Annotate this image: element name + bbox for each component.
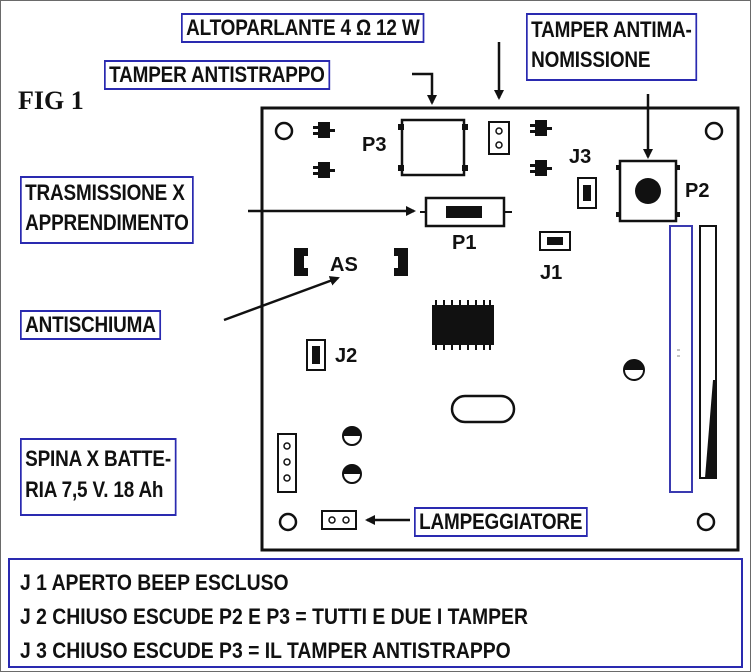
p3-tamper-switch — [400, 118, 466, 177]
callout-trasmissione: TRASMISSIONE X APPRENDIMENTO — [20, 176, 194, 244]
battery-connector — [277, 433, 297, 493]
callout-tamper-antimanomissione: TAMPER ANTIMA- NOMISSIONE — [526, 13, 697, 81]
figure-label: FIG 1 — [18, 86, 84, 115]
transistor-group-left — [313, 122, 335, 178]
connector-strip-inner — [669, 225, 693, 493]
label-j3: J3 — [569, 146, 592, 168]
capacitor-lower-2 — [342, 464, 362, 484]
mounting-hole-top-left — [274, 121, 294, 141]
callout-tamper-antimanomissione-line1: TAMPER ANTIMA- — [531, 17, 692, 42]
capacitor-right — [623, 359, 645, 381]
crystal-oscillator — [450, 394, 516, 424]
label-p2: P2 — [685, 180, 710, 202]
arrow-tamper-antistrappo — [412, 72, 437, 105]
transistor-group-right — [530, 120, 552, 176]
callout-trasmissione-line2: APPRENDIMENTO — [25, 210, 189, 235]
label-j2: J2 — [335, 345, 358, 367]
jumper-notes-box: J 1 APERTO BEEP ESCLUSO J 2 CHIUSO ESCUD… — [8, 558, 743, 668]
label-p3: P3 — [362, 134, 387, 156]
mounting-hole-bottom-left — [278, 512, 298, 532]
note-j1: J 1 APERTO BEEP ESCLUSO — [20, 570, 289, 595]
flasher-connector — [321, 510, 357, 530]
label-p1: P1 — [452, 232, 477, 254]
mounting-hole-bottom-right — [696, 512, 716, 532]
callout-trasmissione-line1: TRASMISSIONE X — [25, 180, 185, 205]
label-as: AS — [330, 254, 358, 276]
callout-speaker: ALTOPARLANTE 4 Ω 12 W — [181, 13, 425, 43]
callout-tamper-antistrappo: TAMPER ANTISTRAPPO — [104, 60, 330, 90]
note-j3: J 3 CHIUSO ESCUDE P3 = IL TAMPER ANTISTR… — [20, 638, 511, 663]
callout-battery-line2: RIA 7,5 V. 18 Ah — [25, 477, 164, 502]
arrow-antischiuma — [223, 276, 340, 322]
callout-battery-line1: SPINA X BATTE- — [25, 446, 171, 471]
speaker-connector — [488, 121, 510, 155]
ic-chip — [432, 300, 494, 350]
mounting-hole-top-right — [704, 121, 724, 141]
capacitor-lower-1 — [342, 426, 362, 446]
note-j2: J 2 CHIUSO ESCUDE P2 E P3 = TUTTI E DUE … — [20, 604, 528, 629]
antischiuma-part-left — [294, 248, 308, 276]
callout-antischiuma: ANTISCHIUMA — [20, 310, 161, 340]
callout-battery: SPINA X BATTE- RIA 7,5 V. 18 Ah — [20, 438, 177, 516]
callout-lampeggiatore: LAMPEGGIATORE — [414, 507, 588, 537]
antischiuma-part-right — [394, 248, 408, 276]
label-j1: J1 — [540, 262, 563, 284]
callout-tamper-antimanomissione-line2: NOMISSIONE — [531, 47, 651, 72]
